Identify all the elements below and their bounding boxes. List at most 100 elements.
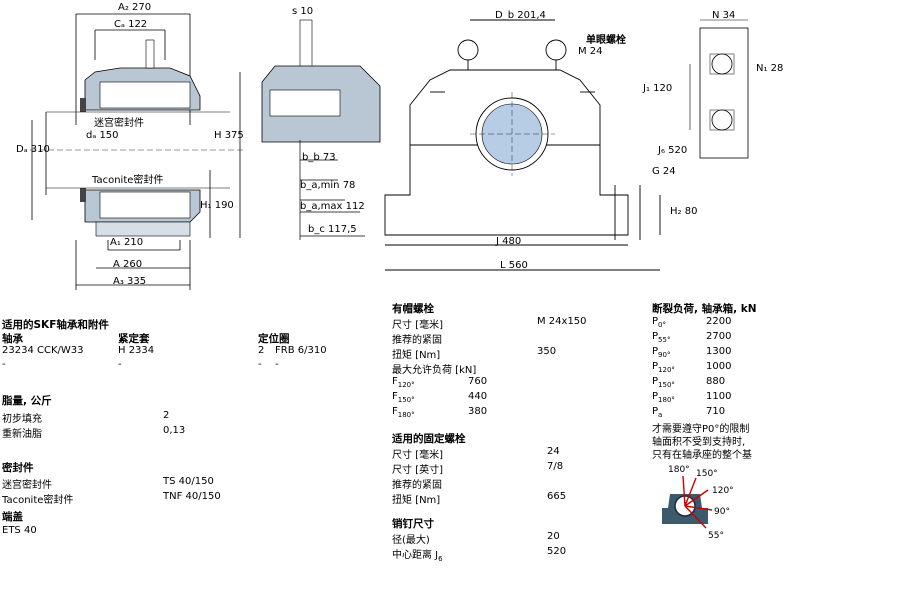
seals-taconite-value: TNF 40/150 [163,491,221,502]
breaking-p55-value: 2700 [706,331,732,342]
dowel-dist-text: 中心距离 J [392,550,439,561]
breaking-p180-label: P180° [652,391,675,404]
breaking-p90-label: P90° [652,346,670,359]
cap-bolts-f150-value: 440 [468,391,488,402]
dowel-diam-label: 径(最大) [392,535,430,546]
cap-bolts-f180-value: 380 [468,406,488,417]
dim-h: H 375 [214,130,244,141]
p120-letter: P [652,361,659,372]
cap-bolts-torque-value: 350 [537,346,557,357]
bearing-row-2-sleeve: - [118,359,122,370]
grease-relub-value: 0,13 [163,425,186,436]
breaking-pa-value: 710 [706,406,726,417]
breaking-pa-label: Pa [652,406,662,419]
breaking-p180-value: 1100 [706,391,732,402]
dowel-dist-sub: 6 [438,555,443,563]
angle-90: 90° [714,507,730,517]
bearing-row-1-sleeve: H 2334 [118,345,155,356]
angle-180: 180° [668,465,690,475]
f120-letter: F [392,376,398,387]
breaking-title: 断裂负荷, 轴承箱, kN [652,303,757,315]
bearing-row-1-ring: FRB 6/310 [275,345,327,356]
technical-drawing [30,13,749,290]
breaking-p120-value: 1000 [706,361,732,372]
cap-bolts-size-label: 尺寸 [毫米] [392,320,443,331]
bearing-col-sleeve: 紧定套 [118,333,150,345]
p0-sub: 0° [658,321,666,329]
breaking-note-1: 才需要遵守P0°的限制 [652,424,750,435]
cap-bolts-size-value: M 24x150 [537,316,587,327]
bearing-row-2-bearing: - [2,359,6,370]
f120-sub: 120° [397,381,415,389]
dim-j: J 480 [496,236,522,247]
dim-h2: H₂ 80 [670,206,698,217]
p0-letter: P [652,316,659,327]
dim-ba-max: b_a,max 112 [300,201,365,212]
p55-letter: P [652,331,659,342]
label-labyrinth: 迷宫密封件 [94,118,144,129]
bearing-title: 适用的SKF轴承和附件 [2,319,109,331]
p90-letter: P [652,346,659,357]
dim-bb: b_b 73 [302,152,336,163]
angle-55: 55° [708,531,724,541]
seals-labyrinth-label: 迷宫密封件 [2,480,52,491]
attach-bolts-size-in-label: 尺寸 [英寸] [392,465,443,476]
pa-letter: P [652,406,659,417]
bearing-col-bearing: 轴承 [2,333,23,345]
breaking-p150-label: P150° [652,376,675,389]
dim-j1: J₁ 120 [643,83,673,94]
dim-a2: A₂ 270 [118,2,152,13]
dim-n: N 34 [712,10,736,21]
attach-bolts-size-in-value: 7/8 [547,461,564,472]
grease-initial-label: 初步填充 [2,414,42,425]
breaking-p120-label: P120° [652,361,675,374]
seals-title: 密封件 [2,462,34,474]
dim-g: G 24 [652,166,676,177]
dim-j6: J₆ 520 [658,145,688,156]
cap-bolts-f150-label: F150° [392,391,415,404]
load-direction-diagram: 180° 150° 120° 90° 55° [662,465,734,541]
breaking-p0-value: 2200 [706,316,732,327]
cap-bolts-f120-value: 760 [468,376,488,387]
attach-bolts-size-mm-value: 24 [547,446,560,457]
dim-da-outer: Dₐ 310 [16,144,50,155]
label-eye-bolt: 单眼螺栓 [586,35,626,46]
dim-db: D_b 201,4 [495,10,546,21]
seals-taconite-label: Taconite密封件 [2,495,74,506]
attach-bolts-torque-value: 665 [547,491,567,502]
attach-bolts-torque-label: 扭矩 [Nm] [392,495,441,506]
f180-letter: F [392,406,398,417]
p90-sub: 90° [658,351,671,359]
cap-bolts-f180-label: F180° [392,406,415,419]
bearing-row-1-qty: 2 [258,345,265,356]
angle-150: 150° [696,469,718,479]
dim-a1: A₁ 210 [110,237,144,248]
dim-s: s 10 [292,6,314,17]
p55-sub: 55° [658,336,671,344]
dowel-diam-value: 20 [547,531,560,542]
bearing-row-2-ring: - [275,359,279,370]
attach-bolts-torque-rec: 推荐的紧固 [392,480,442,491]
f150-letter: F [392,391,398,402]
dim-bc: b_c 117,5 [308,224,357,235]
breaking-p55-label: P55° [652,331,670,344]
angle-120: 120° [712,486,734,496]
endcover-title: 端盖 [2,511,23,523]
pa-sub: a [658,411,663,419]
eye-bolt-size: M 24 [578,46,603,57]
label-taconite: Taconite密封件 [92,175,164,186]
attach-bolts-size-mm-label: 尺寸 [毫米] [392,450,443,461]
dim-a3: A₃ 335 [113,276,147,287]
p150-letter: P [652,376,659,387]
breaking-p150-value: 880 [706,376,726,387]
grease-title: 脂量, 公斤 [2,395,52,407]
breaking-note-2: 轴面积不受到支持时, [652,437,746,448]
p180-sub: 180° [658,396,675,404]
p180-letter: P [652,391,659,402]
cap-bolts-torque-label: 扭矩 [Nm] [392,350,441,361]
dowel-title: 销钉尺寸 [392,518,434,530]
seals-labyrinth-value: TS 40/150 [163,476,214,487]
dowel-dist-value: 520 [547,546,567,557]
breaking-p90-value: 1300 [706,346,732,357]
cap-bolts-torque-rec: 推荐的紧固 [392,335,442,346]
